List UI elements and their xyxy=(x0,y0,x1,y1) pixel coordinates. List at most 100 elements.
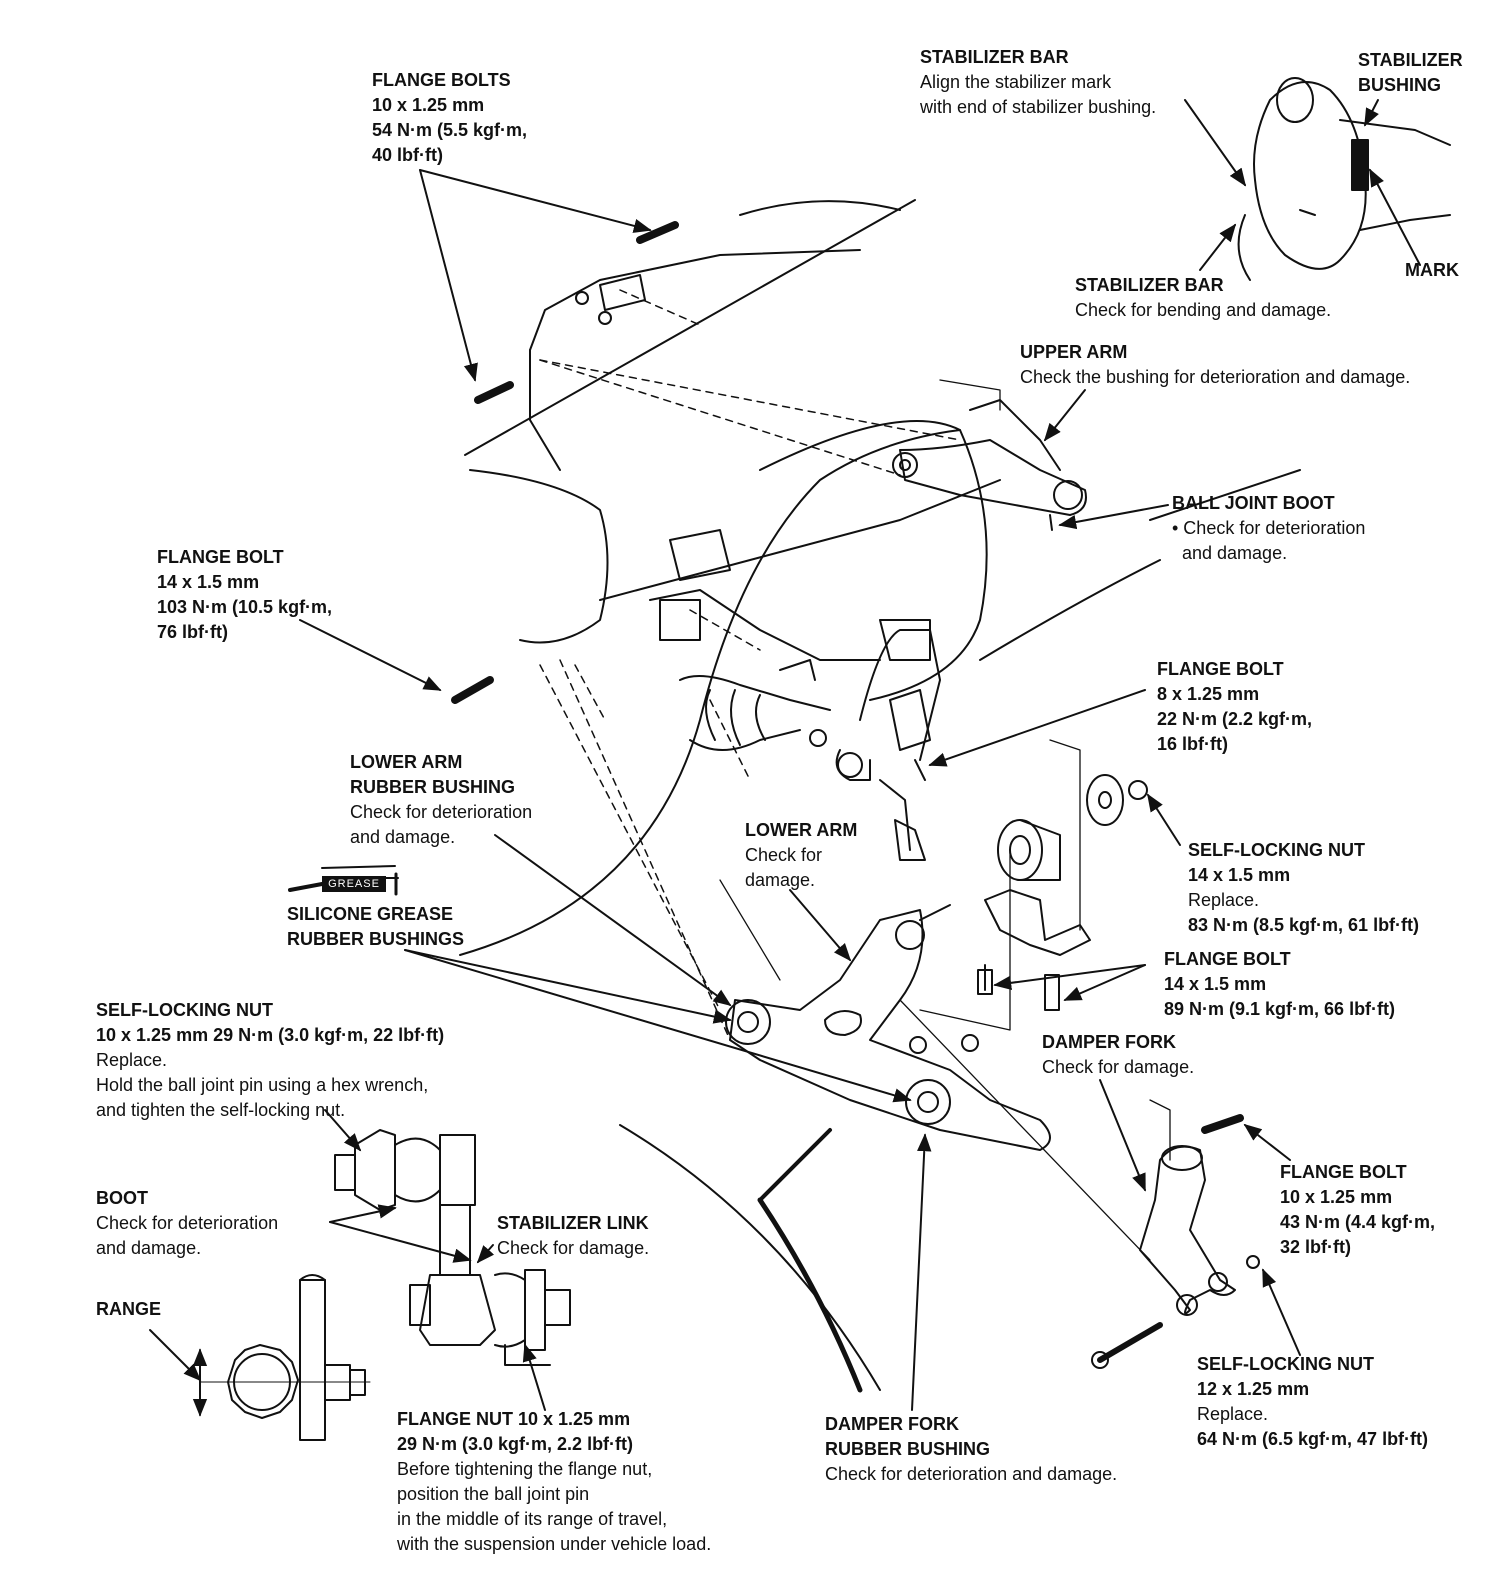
callout-line: 22 N·m (2.2 kgf·m, xyxy=(1157,709,1313,729)
callout-arrows xyxy=(149,99,1421,1411)
flange-bolt-14-103-callout: FLANGE BOLT 14 x 1.5 mm 103 N·m (10.5 kg… xyxy=(157,545,332,645)
flange-bolt-8-callout: FLANGE BOLT 8 x 1.25 mm 22 N·m (2.2 kgf·… xyxy=(1157,657,1312,757)
callout-line: Check the bushing for deterioration and … xyxy=(1020,367,1411,387)
callout-line: 12 x 1.25 mm xyxy=(1197,1379,1310,1399)
callout-line: Replace. xyxy=(96,1050,168,1070)
upper-arm-callout: UPPER ARM Check the bushing for deterior… xyxy=(1020,340,1410,390)
callout-title: LOWER ARM xyxy=(745,820,858,840)
callout-line: 76 lbf·ft) xyxy=(157,622,228,642)
damper-fork-rubber-bushing-callout: DAMPER FORK RUBBER BUSHING Check for det… xyxy=(825,1412,1117,1487)
callout-line: Hold the ball joint pin using a hex wren… xyxy=(96,1075,429,1095)
callout-title: RUBBER BUSHING xyxy=(825,1439,991,1459)
callout-line: STABILIZER xyxy=(1358,50,1463,70)
callout-line: Align the stabilizer mark xyxy=(920,72,1112,92)
callout-title: BALL JOINT BOOT xyxy=(1172,493,1335,513)
callout-title: DAMPER FORK xyxy=(1042,1032,1176,1052)
bolt-drawings xyxy=(451,221,679,704)
callout-line: 14 x 1.5 mm xyxy=(1164,974,1267,994)
callout-line: 10 x 1.25 mm xyxy=(1280,1187,1393,1207)
callout-torque: 10 x 1.25 mm 29 N·m (3.0 kgf·m, 22 lbf·f… xyxy=(96,1025,445,1045)
callout-line: 14 x 1.5 mm xyxy=(1188,865,1291,885)
callout-title: STABILIZER BAR xyxy=(1075,275,1224,295)
callout-line: and tighten the self-locking nut. xyxy=(96,1100,346,1120)
stabilizer-link-callout: STABILIZER LINK Check for damage. xyxy=(497,1211,649,1261)
fender-arc xyxy=(459,429,961,1393)
callout-line: 103 N·m (10.5 kgf·m, xyxy=(157,597,333,617)
upper-arm-drawing xyxy=(892,399,1087,531)
callout-line: 16 lbf·ft) xyxy=(1157,734,1228,754)
flange-bolt-10-callout: FLANGE BOLT 10 x 1.25 mm 43 N·m (4.4 kgf… xyxy=(1280,1160,1435,1260)
callout-line: • Check for deterioration xyxy=(1172,518,1366,538)
boot-callout: BOOT Check for deterioration and damage. xyxy=(96,1186,278,1261)
callout-title: LOWER ARM xyxy=(350,752,463,772)
callout-line: Check for bending and damage. xyxy=(1075,300,1332,320)
callout-line: Replace. xyxy=(1197,1404,1269,1424)
stabilizer-bar-align-callout: STABILIZER BAR Align the stabilizer mark… xyxy=(920,45,1156,120)
callout-title: FLANGE BOLT xyxy=(1157,659,1284,679)
self-locking-nut-10-callout: SELF-LOCKING NUT 10 x 1.25 mm 29 N·m (3.… xyxy=(96,998,444,1123)
stabilizer-bar-check-callout: STABILIZER BAR Check for bending and dam… xyxy=(1075,273,1331,323)
callout-line: BUSHING xyxy=(1358,75,1442,95)
stabilizer-link-detail-drawing xyxy=(334,1129,571,1366)
callout-title: STABILIZER BAR xyxy=(920,47,1069,67)
callout-line: 14 x 1.5 mm xyxy=(157,572,260,592)
range-detail-drawing xyxy=(192,1274,371,1441)
callout-line: Check for damage. xyxy=(1042,1057,1195,1077)
callout-torque: 29 N·m (3.0 kgf·m, 2.2 lbf·ft) xyxy=(397,1434,634,1454)
callout-line: and damage. xyxy=(350,827,456,847)
callout-line: Check for deterioration xyxy=(350,802,533,822)
callout-title: FLANGE BOLT xyxy=(157,547,284,567)
range-callout: RANGE xyxy=(96,1297,161,1322)
lower-arm-callout: LOWER ARM Check for damage. xyxy=(745,818,857,893)
callout-torque: 83 N·m (8.5 kgf·m, 61 lbf·ft) xyxy=(1188,915,1420,935)
callout-title: MARK xyxy=(1405,260,1459,280)
callout-line: with end of stabilizer bushing. xyxy=(920,97,1157,117)
callout-line: and damage. xyxy=(1172,543,1288,563)
callout-title: SILICONE GREASE xyxy=(287,904,454,924)
assembly-dashed-lines xyxy=(539,289,961,1041)
callout-line: Replace. xyxy=(1188,890,1260,910)
assembly-solid-lines xyxy=(719,379,1171,1261)
flange-nut-callout: FLANGE NUT 10 x 1.25 mm 29 N·m (3.0 kgf·… xyxy=(397,1407,711,1557)
body-frame-outline xyxy=(464,199,1301,701)
callout-line: position the ball joint pin xyxy=(397,1484,590,1504)
callout-title: RUBBER BUSHINGS xyxy=(287,929,465,949)
drive-shaft-drawing xyxy=(659,529,831,751)
callout-line: Check for damage. xyxy=(497,1238,650,1258)
stabilizer-bushing-callout: STABILIZER BUSHING xyxy=(1358,48,1463,98)
self-locking-nut-12-callout: SELF-LOCKING NUT 12 x 1.25 mm Replace. 6… xyxy=(1197,1352,1428,1452)
silicone-grease-callout: SILICONE GREASE RUBBER BUSHINGS xyxy=(287,902,464,952)
callout-torque: 89 N·m (9.1 kgf·m, 66 lbf·ft) xyxy=(1164,999,1396,1019)
callout-line: and damage. xyxy=(96,1238,202,1258)
grease-tag-label: GREASE xyxy=(322,876,386,892)
callout-title: RANGE xyxy=(96,1299,162,1319)
callout-title: DAMPER FORK xyxy=(825,1414,959,1434)
callout-line: in the middle of its range of travel, xyxy=(397,1509,668,1529)
callout-line: 10 x 1.25 mm xyxy=(372,95,485,115)
callout-line: Before tightening the flange nut, xyxy=(397,1459,653,1479)
callout-line: 54 N·m (5.5 kgf·m, xyxy=(372,120,528,140)
damper-fork-callout: DAMPER FORK Check for damage. xyxy=(1042,1030,1194,1080)
self-locking-nut-14-callout: SELF-LOCKING NUT 14 x 1.5 mm Replace. 83… xyxy=(1188,838,1419,938)
callout-line: Check for deterioration and damage. xyxy=(825,1464,1118,1484)
flange-bolt-14-89-callout: FLANGE BOLT 14 x 1.5 mm 89 N·m (9.1 kgf·… xyxy=(1164,947,1395,1022)
callout-line: 8 x 1.25 mm xyxy=(1157,684,1260,704)
stabilizer-bar-drawing xyxy=(649,589,941,861)
callout-line: damage. xyxy=(745,870,816,890)
callout-line: with the suspension under vehicle load. xyxy=(397,1534,712,1554)
callout-title: UPPER ARM xyxy=(1020,342,1128,362)
lower-arm-rubber-bushing-callout: LOWER ARM RUBBER BUSHING Check for deter… xyxy=(350,750,532,850)
callout-title: STABILIZER LINK xyxy=(497,1213,649,1233)
callout-torque: 64 N·m (6.5 kgf·m, 47 lbf·ft) xyxy=(1197,1429,1429,1449)
ball-joint-boot-callout: BALL JOINT BOOT • Check for deterioratio… xyxy=(1172,491,1365,566)
callout-title: SELF-LOCKING NUT xyxy=(1188,840,1365,860)
callout-title: FLANGE BOLT xyxy=(1280,1162,1407,1182)
callout-line: Check for deterioration xyxy=(96,1213,279,1233)
compliance-bushing-drawing xyxy=(977,774,1148,1011)
callout-line: 32 lbf·ft) xyxy=(1280,1237,1351,1257)
callout-title: SELF-LOCKING NUT xyxy=(1197,1354,1374,1374)
flange-bolts-top-callout: FLANGE BOLTS 10 x 1.25 mm 54 N·m (5.5 kg… xyxy=(372,68,527,168)
callout-title: BOOT xyxy=(96,1188,148,1208)
